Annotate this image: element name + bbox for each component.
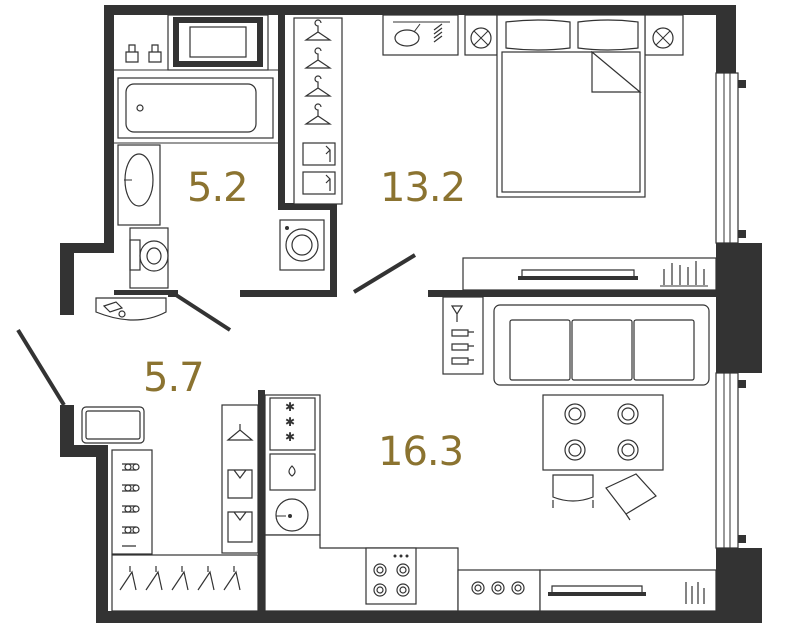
hanger-icon: [304, 75, 332, 97]
pillow-icon: [577, 19, 639, 51]
exterior-walls: [60, 5, 762, 623]
lamp-icon: [394, 23, 421, 47]
hanger-icon: [226, 424, 254, 441]
chair-icon: [605, 473, 657, 521]
shoes-icon: [111, 449, 153, 555]
hanger-icon: [304, 47, 332, 69]
shirt-icon: [227, 511, 253, 543]
hanger-icon: [223, 566, 241, 591]
room-area-hallway: 5.7: [143, 355, 205, 401]
bottles-icon: [125, 44, 162, 63]
bathtub-icon: [117, 77, 274, 139]
washbasin-icon: [117, 144, 161, 226]
hanger-icon: [171, 566, 189, 591]
hanger-icon: [304, 103, 332, 125]
door-icon: [16, 328, 66, 407]
room-area-bathroom: 5.2: [187, 165, 249, 211]
bench-icon: [95, 297, 167, 321]
chair-icon: [552, 474, 594, 508]
room-area-living-kitchen: 16.3: [378, 429, 464, 475]
hallway: [81, 297, 259, 612]
shirt-icon: [302, 171, 336, 195]
dining-table-icon: [542, 394, 664, 471]
door-icon: [174, 293, 232, 332]
bench-icon: [81, 406, 145, 444]
hanger-icon: [197, 566, 215, 591]
shirt-icon: [227, 469, 253, 499]
room-area-bedroom: 13.2: [380, 165, 466, 211]
interior-walls: [114, 15, 718, 611]
bottles-icon: [442, 296, 484, 375]
bed-icon: [496, 14, 646, 198]
hanger-icon: [145, 566, 163, 591]
radiator-icon: [660, 261, 708, 287]
svg-text:✱: ✱: [285, 400, 295, 414]
window-icon: [715, 372, 746, 549]
svg-text:✱: ✱: [285, 415, 295, 429]
pillow-icon: [505, 19, 571, 51]
tv-icon: [462, 257, 717, 291]
lamp-icon: [644, 14, 684, 56]
bathroom: [114, 14, 325, 289]
toilet-icon: [129, 227, 169, 289]
living-kitchen: ✱ ✱ ✱: [264, 296, 717, 612]
svg-text:✱: ✱: [285, 430, 295, 444]
hanger-icon: [304, 19, 332, 41]
shirt-icon: [302, 142, 336, 166]
bedroom: [382, 14, 717, 291]
washing-machine-icon: [279, 219, 325, 271]
window-icon: [715, 72, 746, 244]
tv-icon: [539, 569, 717, 612]
fridge-icon: ✱ ✱ ✱: [269, 397, 316, 451]
sofa-icon: [493, 304, 710, 386]
sink-icon: [275, 498, 309, 532]
lamp-icon: [464, 14, 498, 56]
door-icon: [352, 253, 417, 294]
stove-icon: [365, 547, 417, 605]
hanger-icon: [119, 566, 137, 591]
wardrobe: [293, 17, 343, 205]
radiator-icon: [685, 582, 705, 604]
